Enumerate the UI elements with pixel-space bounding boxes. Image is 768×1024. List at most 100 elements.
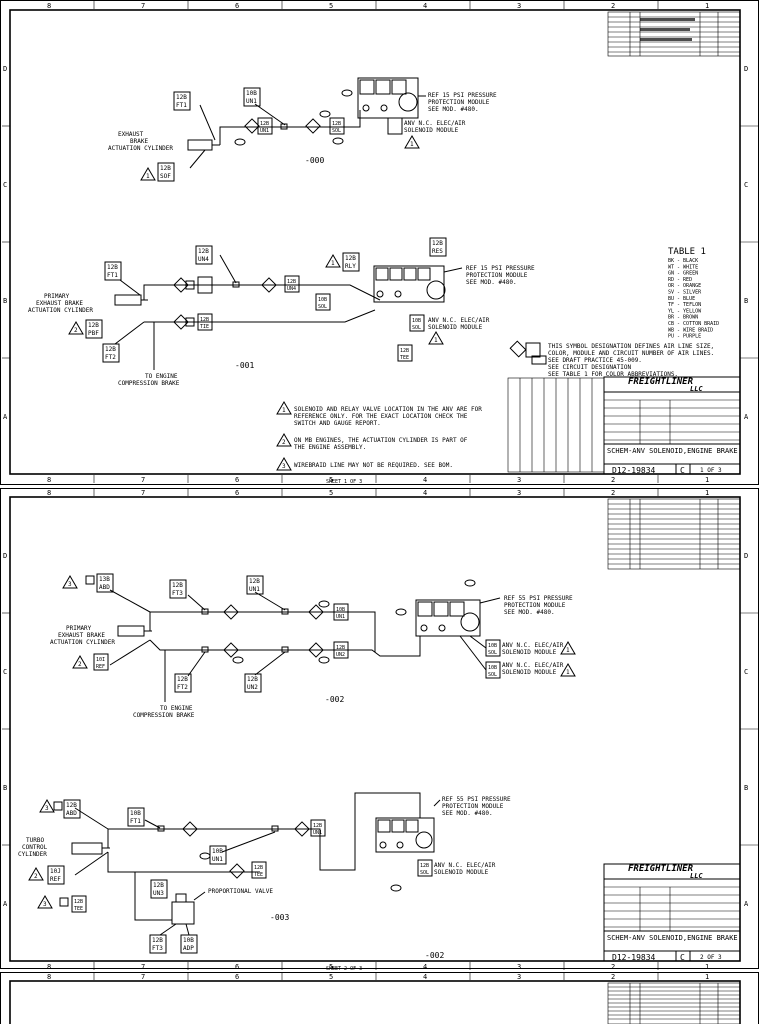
zone-row-label: C: [3, 181, 7, 189]
v0-l4-top: 12B: [260, 121, 269, 127]
svg-text:3: 3: [68, 581, 72, 588]
sheet-1-title-block: FREIGHTLINER LLC SCHEM-ANV SOLENOID,ENGI…: [603, 376, 741, 475]
v2-l6-top: 12B: [247, 676, 258, 683]
zone-column-label: 2: [611, 973, 615, 981]
sheet-3-outer-border: [0, 972, 759, 1024]
zone-row-label: C: [744, 181, 748, 189]
v1-l8-bot: SOL: [318, 304, 327, 310]
pressure-protection-module-icon: [373, 265, 445, 303]
view-003-label: -003: [270, 913, 289, 922]
v2-l7-bot: SOL: [488, 650, 497, 656]
s2-drawing-title: SCHEM-ANV SOLENOID,ENGINE BRAKE: [607, 934, 738, 942]
view-002-label: -002: [325, 695, 344, 704]
zone-row-label: D: [3, 65, 7, 73]
v3-ref-3: SEE MOD. #480.: [442, 810, 493, 817]
v3-l9-top: 12B: [420, 863, 429, 869]
zone-row-label: D: [744, 65, 748, 73]
proportional-valve-icon: [171, 901, 195, 925]
svg-text:1: 1: [434, 337, 438, 344]
zone-row-label: A: [744, 413, 749, 421]
view-003: TURBO CONTROL CYLINDER 12B ABD 3 10B FT1…: [18, 792, 511, 954]
v1-l4-bot: RES: [432, 248, 443, 255]
zone-row-label: B: [744, 297, 748, 305]
svg-text:12B: 12B: [336, 645, 345, 651]
view-000: EXHAUST BRAKE ACTUATION CYLINDER 12B FT1…: [108, 77, 497, 182]
turbo-3: CYLINDER: [18, 851, 47, 858]
v3-anv-2: SOLENOID MODULE: [434, 869, 489, 876]
zone-column-label: 3: [517, 2, 521, 10]
svg-text:2: 2: [74, 327, 78, 334]
s2-company-suffix: LLC: [690, 872, 703, 880]
v2-ref-1: REF 55 PSI PRESSURE: [504, 595, 573, 602]
svg-text:UN2: UN2: [336, 652, 345, 658]
zone-column-label: 5: [329, 973, 333, 981]
v2-l3-bot: UN1: [249, 586, 260, 593]
v3-l7-top: 12B: [152, 937, 163, 944]
v2-l5-bot: FT2: [177, 684, 188, 691]
sheet-2-inner-border: [9, 496, 741, 962]
symbol-note-4: SEE CIRCUIT DESIGNATION: [548, 364, 631, 371]
v3-l3-top: 10B: [212, 848, 223, 855]
zone-column-label: 5: [329, 489, 333, 497]
sheet-2-revision-block: [607, 498, 741, 570]
zone-column-label: 8: [47, 2, 51, 10]
exhaust-label-1: EXHAUST: [118, 131, 144, 138]
zone-row-label: C: [3, 668, 7, 676]
v3-l10-bot: REF: [50, 876, 61, 883]
s2-company-name: FREIGHTLINER: [628, 864, 694, 874]
zone-column-label: 3: [517, 973, 521, 981]
zone-row-label: B: [744, 784, 748, 792]
s2-sheet-number: 2 OF 3: [700, 954, 722, 961]
svg-text:SOL: SOL: [412, 325, 421, 331]
drawing-notes: 1 SOLENOID AND RELAY VALVE LOCATION IN T…: [276, 401, 482, 471]
turbo-cylinder-icon: [71, 842, 103, 855]
zone-column-label: 2: [611, 2, 615, 10]
s2-primary-1: PRIMARY: [66, 625, 92, 632]
symbol-note-2: COLOR, MODULE AND CIRCUIT NUMBER OF AIR …: [548, 350, 714, 357]
v0-l3-bot: SOF: [160, 173, 171, 180]
symbol-note-5: SEE TABLE 1 FOR COLOR ABBREVIATIONS.: [548, 371, 678, 378]
svg-text:1: 1: [566, 669, 570, 676]
company-name: FREIGHTLINER: [628, 377, 694, 387]
zone-column-label: 4: [423, 489, 427, 497]
zone-column-label: 3: [517, 489, 521, 497]
v3-l5-bot: UN3: [153, 890, 164, 897]
svg-text:1: 1: [331, 260, 335, 267]
zone-row-label: B: [3, 784, 7, 792]
svg-text:TEE: TEE: [74, 906, 83, 912]
svg-text:12B: 12B: [74, 899, 83, 905]
v1-anv-1: ANV N.C. ELEC/AIR: [428, 317, 490, 324]
zone-column-label: 1: [705, 2, 709, 10]
zone-column-label: 6: [235, 973, 239, 981]
zone-row-label: C: [744, 668, 748, 676]
zone-column-label: 1: [705, 973, 709, 981]
v0-ref-2: PROTECTION MODULE: [428, 99, 490, 106]
v0-l2-top: 10B: [246, 90, 257, 97]
v2-l8-bot: SOL: [488, 672, 497, 678]
sheet-3-inner-border: [9, 980, 741, 1024]
v3-l1-bot: ABD: [66, 810, 77, 817]
table-row: WB - WIRE BRAID: [668, 327, 713, 333]
v0-l1-top: 12B: [176, 94, 187, 101]
svg-text:1: 1: [146, 173, 150, 180]
v0-l5-top: 12B: [332, 121, 341, 127]
table-row: BR - BROWN: [668, 315, 698, 321]
symbol-note: THIS SYMBOL DESIGNATION DEFINES AIR LINE…: [509, 340, 714, 378]
zone-column-label: 6: [235, 489, 239, 497]
pressure-protection-module-icon: [357, 77, 419, 119]
turbo-1: TURBO: [26, 837, 44, 844]
v2-ref-3: SEE MOD. #480.: [504, 609, 555, 616]
v3-l2-top: 10B: [130, 810, 141, 817]
zone-row-label: A: [3, 900, 8, 908]
v0-l5-bot: SOL: [332, 128, 341, 134]
zone-column-label: 7: [141, 2, 145, 10]
zone-row-label: D: [744, 552, 748, 560]
v3-anv-1: ANV N.C. ELEC/AIR: [434, 862, 496, 869]
v2-anv2-2: SOLENOID MODULE: [502, 669, 557, 676]
table-row: CB - COTTON BRAID: [668, 321, 719, 327]
